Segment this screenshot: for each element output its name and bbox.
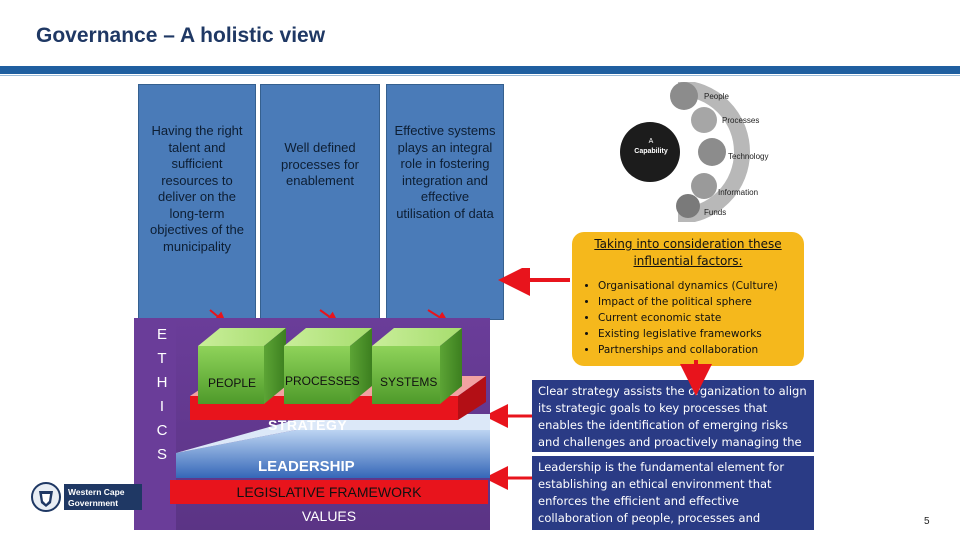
slide-title: Governance – A holistic view	[36, 24, 326, 47]
capability-center-a: A	[648, 138, 654, 145]
capability-people-label: People	[704, 92, 729, 101]
ethics-letter-i: I	[159, 398, 165, 415]
column-people-text: Having the right talent and sufficient r…	[150, 123, 244, 254]
capability-technology-label: Technology	[728, 152, 769, 161]
cube-processes-label: PROCESSES	[285, 374, 360, 388]
cube-people-front	[198, 346, 264, 404]
factor-item: Current economic state	[598, 310, 796, 326]
cube-people-top	[198, 328, 286, 346]
logo-banner	[64, 484, 142, 510]
funds-node	[676, 194, 700, 218]
logo-line2: Government	[68, 498, 119, 508]
leadership-slab-top	[176, 414, 490, 453]
factor-item: Existing legislative frameworks	[598, 326, 796, 342]
strategy-label: STRATEGY	[268, 417, 348, 433]
technology-node	[698, 138, 726, 166]
ethics-letter-e: E	[156, 326, 167, 343]
capability-funds-label: Funds	[704, 208, 727, 217]
leadership-note-box: Leadership is the fundamental element fo…	[532, 456, 814, 542]
strategy-note-text: Clear strategy assists the organization …	[538, 384, 807, 466]
cube-systems-front	[372, 346, 440, 404]
factor-item: Impact of the political sphere	[598, 294, 796, 310]
factor-item: Organisational dynamics (Culture)	[598, 278, 796, 294]
leadership-label: LEADERSHIP	[258, 458, 355, 475]
factor-item: Partnerships and collaboration	[598, 342, 796, 358]
coat-of-arms-icon	[31, 482, 61, 512]
government-logo: Western Cape Government	[30, 481, 142, 513]
leadership-note-text: Leadership is the fundamental element fo…	[538, 460, 785, 542]
column-processes-text: Well defined processes for enablement	[280, 140, 360, 188]
column-systems: Effective systems plays an integral role…	[386, 84, 504, 320]
column-people: Having the right talent and sufficient r…	[138, 84, 256, 320]
ethics-letter-h: H	[156, 374, 168, 391]
capability-graphic: A Capability People Processes Technology…	[612, 82, 792, 222]
title-divider	[0, 66, 960, 74]
connector-arrows	[490, 268, 712, 490]
ethics-letter-c: C	[156, 422, 168, 439]
values-label: VALUES	[301, 508, 357, 524]
strategy-note-box: Clear strategy assists the organization …	[532, 380, 814, 466]
column-processes: Well defined processes for enablement	[260, 84, 380, 320]
cube-people-label: PEOPLE	[208, 376, 257, 390]
capability-information-label: Information	[718, 188, 759, 197]
cube-systems-side	[440, 328, 462, 404]
leadership-slab	[176, 430, 490, 478]
column-systems-text: Effective systems plays an integral role…	[394, 123, 496, 221]
title-divider-thin	[0, 75, 960, 76]
cube-systems-top	[372, 328, 462, 346]
page-number: 5	[924, 516, 930, 527]
capability-center-label: Capability	[634, 148, 668, 155]
people-node	[670, 82, 698, 110]
influential-factors-panel: Taking into consideration these influent…	[572, 232, 804, 366]
capability-wheel	[620, 82, 750, 222]
legislative-framework-box: LEGISLATIVE FRAMEWORK	[170, 480, 488, 504]
logo-line1: Western Cape	[68, 487, 125, 497]
cube-processes-side	[350, 328, 372, 404]
information-node	[691, 173, 717, 199]
governance-house-graphic	[176, 328, 490, 478]
cube-people-side	[264, 328, 286, 404]
cube-processes-front	[284, 346, 350, 404]
cube-systems-label: SYSTEMS	[380, 375, 438, 389]
influential-factors-heading: Taking into consideration these influent…	[594, 237, 782, 268]
processes-node	[691, 107, 717, 133]
ethics-letter-s: S	[156, 446, 167, 463]
cube-processes-top	[284, 328, 372, 346]
ethics-letter-t: T	[157, 350, 167, 367]
influential-factors-list: Organisational dynamics (Culture) Impact…	[580, 278, 796, 358]
capability-processes-label: Processes	[722, 116, 760, 125]
strategy-slab-side	[458, 376, 486, 420]
